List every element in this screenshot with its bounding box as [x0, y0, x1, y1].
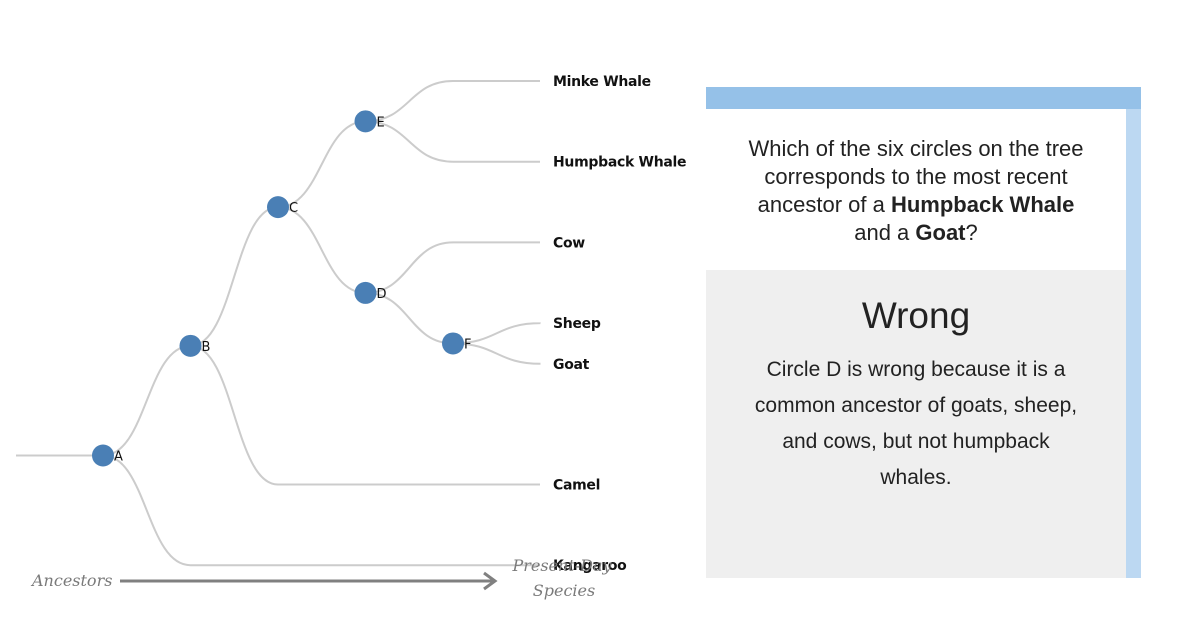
branch-kangaroo — [102, 454, 540, 567]
node-circle-e[interactable] — [354, 110, 377, 133]
axis-label-present-line1: Present-Day — [511, 556, 612, 575]
node-label-e: E — [377, 115, 385, 130]
panel-side-bar — [1126, 109, 1141, 578]
node-a[interactable]: A — [92, 444, 123, 467]
species-label-sheep: Sheep — [553, 316, 601, 332]
branch-d — [277, 206, 366, 294]
feedback-text: Circle D is wrong because it is a common… — [754, 358, 1078, 489]
branch-sheep — [452, 322, 541, 345]
node-circle-f[interactable] — [442, 332, 464, 355]
feedback-title: Wrong — [861, 295, 971, 336]
branch-cow — [365, 241, 540, 294]
branch-e — [277, 120, 366, 209]
node-circle-a[interactable] — [92, 444, 114, 467]
branch-minke-whale — [365, 80, 540, 123]
species-label-minke-whale: Minke Whale — [553, 74, 651, 90]
tree-branches — [16, 80, 541, 567]
axis-label-present-line2: Species — [533, 581, 595, 600]
axis-label-ancestors: Ancestors — [30, 571, 112, 590]
node-label-a: A — [114, 450, 123, 465]
branch-camel — [190, 344, 540, 486]
branch-humpback-whale — [365, 120, 540, 163]
node-circle-c[interactable] — [267, 196, 289, 219]
question-species-1: Humpback Whale — [890, 192, 1075, 217]
question-species-2: Goat — [915, 220, 966, 245]
question-part2: and a — [854, 220, 916, 245]
node-circle-b[interactable] — [179, 334, 202, 357]
panel-top-bar — [706, 87, 1141, 109]
node-b[interactable]: B — [179, 334, 211, 357]
node-d[interactable]: D — [354, 281, 387, 304]
branch-f — [365, 291, 454, 345]
feedback-box: Wrong Circle D is wrong because it is a … — [706, 270, 1126, 578]
species-label-cow: Cow — [553, 235, 585, 251]
question-text: Which of the six circles on the tree cor… — [706, 109, 1126, 270]
node-circle-d[interactable] — [354, 281, 377, 304]
branch-goat — [452, 342, 541, 365]
node-label-b: B — [202, 340, 211, 355]
species-label-humpback-whale: Humpback Whale — [553, 155, 686, 171]
ancestor-nodes: E F D C B A — [92, 110, 471, 467]
node-label-d: D — [377, 287, 387, 302]
species-label-kangaroo: Kangaroo — [553, 558, 627, 574]
time-axis: Ancestors Present-Day Species — [30, 556, 613, 600]
node-f[interactable]: F — [442, 332, 471, 355]
species-label-camel: Camel — [553, 478, 600, 494]
question-part1: Which of the six circles on the tree cor… — [748, 136, 1084, 217]
node-e[interactable]: E — [354, 110, 385, 133]
node-label-c: C — [289, 201, 298, 216]
question-part3: ? — [965, 220, 978, 245]
branch-b — [102, 344, 191, 457]
node-label-f: F — [464, 337, 471, 352]
species-label-goat: Goat — [553, 357, 590, 373]
axis-arrow-head — [483, 571, 498, 591]
branch-c — [190, 206, 279, 347]
node-c[interactable]: C — [267, 196, 298, 219]
question-panel: Which of the six circles on the tree cor… — [706, 87, 1141, 578]
